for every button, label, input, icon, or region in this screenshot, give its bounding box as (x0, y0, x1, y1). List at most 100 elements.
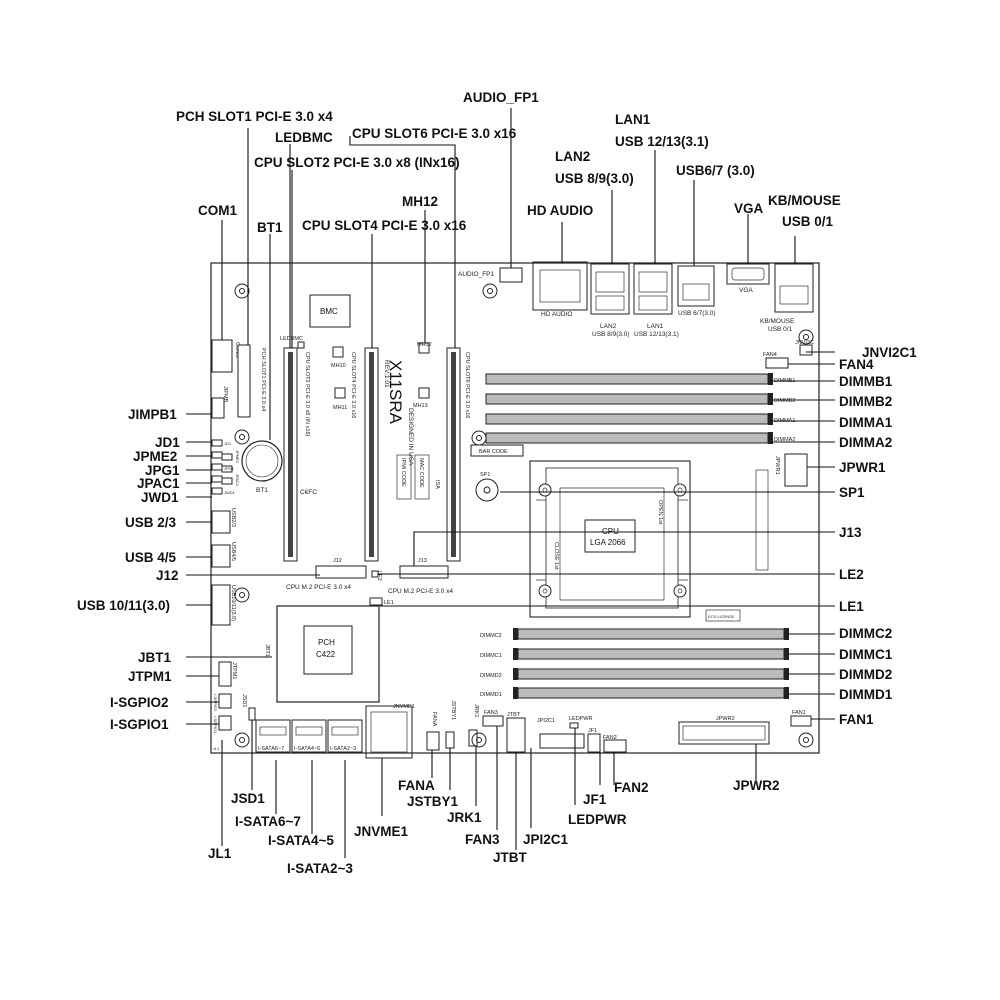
board-label-lan2-b: USB 8/9(3.0) (592, 331, 630, 338)
mounting-hole-7 (234, 732, 250, 748)
m2-slot-left: J12 CPU M.2 PCI-E 3.0 x4 (286, 558, 367, 591)
callout-sp1: SP1 (839, 485, 865, 500)
board-label-jstby1: JSTBY1 (450, 700, 456, 720)
board-label-kbm-a: KB/MOUSE (760, 318, 795, 325)
callout-pch-slot1: PCH SLOT1 PCI-E 3.0 x4 (176, 109, 333, 124)
board-label-fan2: FAN2 (603, 735, 617, 741)
callout-cpu-slot6: CPU SLOT6 PCI-E 3.0 x16 (352, 126, 517, 141)
mounting-hole-1 (234, 283, 250, 299)
board-label-fan4: FAN4 (763, 352, 777, 358)
callout-jpi2c1: JPI2C1 (523, 832, 569, 847)
board-label-sata67: I-SATA6~7 (258, 746, 284, 752)
callout-mh12: MH12 (402, 194, 438, 209)
callout-ledbmc: LEDBMC (275, 130, 333, 145)
callout-jnvme1: JNVME1 (354, 824, 409, 839)
board-label-dimmb2: DIMMB2 (774, 398, 795, 404)
usb45-header: USB4/5 (211, 542, 236, 568)
cpu-slot6: CPU SLOT6 PCI-E 3.0 x16 (446, 347, 470, 562)
jipmb-header: JIPMB (211, 386, 228, 419)
jbt1-jumper: JBT1 (264, 644, 270, 657)
ledpwr-led: LEDPWR (569, 716, 593, 729)
callout-dimmb2: DIMMB2 (839, 394, 892, 409)
dimm-a1: DIMMA1 (485, 413, 795, 425)
heatsink-bracket (755, 469, 769, 571)
board-label-jpwr2: JPWR2 (716, 716, 735, 722)
cpu-socket: CPU LGA 2066 OPEN 1st CLOSE 1st ECS LICE… (529, 460, 741, 622)
hd-audio-board-label: HD AUDIO (541, 311, 572, 318)
usb67-port: USB 6/7(3.0) (677, 265, 716, 317)
m2-slot-right: J13 CPU M.2 PCI-E 3.0 x4 (388, 558, 453, 595)
jnvi2c-header: JNVI2C (795, 340, 814, 356)
board-label-vga: VGA (739, 287, 753, 294)
callout-j12: J12 (156, 568, 179, 583)
socket-screw-2 (673, 483, 687, 497)
board-model-text: X11SRA REV:1.01 DESIGNED IN USA IPMI COD… (383, 360, 440, 500)
dimm-c1: DIMMC1 (480, 648, 789, 660)
board-label-jbt1: JBT1 (264, 644, 270, 657)
board-label-jf1: JF1 (588, 728, 597, 734)
fan4-header: FAN4 (763, 352, 789, 369)
callout-usb-6-7: USB6/7 (3.0) (676, 163, 755, 178)
board-label-lan2-a: LAN2 (600, 323, 617, 330)
leader-lines (186, 108, 835, 858)
board-label-usb45: USB4/5 (230, 542, 236, 561)
board-label-close-1st: CLOSE 1st (553, 542, 559, 570)
board-label-dimma2: DIMMA2 (774, 437, 795, 443)
fan2-header: FAN2 (603, 735, 627, 753)
sata45-connector: I-SATA4~5 (291, 719, 327, 753)
callout-usb-2-3: USB 2/3 (125, 515, 177, 530)
board-label-mh10: MH10 (331, 363, 346, 369)
dimm-b2: DIMMB2 (485, 393, 795, 405)
board-label-fana: FANA (431, 712, 437, 727)
fan1-header: FAN1 (790, 710, 812, 727)
sata67-connector: I-SATA6~7 (255, 719, 291, 753)
callout-hd-audio: HD AUDIO (527, 203, 593, 218)
callout-jpg1: JPG1 (145, 463, 180, 478)
jpi2c1-header: JPI2C1 (537, 718, 585, 749)
callout-com1: COM1 (198, 203, 237, 218)
socket-screw-1 (538, 483, 552, 497)
board-label-isa: ISA (434, 480, 440, 489)
callout-jnvi2c1: JNVI2C1 (862, 345, 917, 360)
board-label-ipmi-code: IPMI CODE (400, 458, 406, 487)
callout-dimmd2: DIMMD2 (839, 667, 892, 682)
jpwr1-connector: JPWR1 (774, 453, 808, 487)
callout-jtbt: JTBT (493, 850, 528, 865)
board-label-mh11: MH11 (333, 405, 347, 411)
callout-le2: LE2 (839, 567, 864, 582)
mh-markers: MH10 MH11 MH12 MH13 (331, 342, 432, 411)
board-extra-labels: JD1 JPME2 JPG1 JPAC1 JWD1 I-SGPIO2 I-SGP… (213, 441, 240, 751)
board-label-jpi2c1: JPI2C1 (537, 718, 555, 724)
board-label-jwd1: JWD1 (224, 490, 236, 495)
board-label-mac-code: MAC CODE (418, 458, 424, 488)
dimm-b1: DIMMB1 (485, 373, 795, 385)
board-label-jsd1: JSD1 (241, 694, 247, 707)
board-label-bt1: BT1 (256, 487, 268, 494)
bmc-chip: BMC (309, 294, 351, 328)
board-label-jtbt: JTBT (507, 712, 521, 718)
board-label-designed: DESIGNED IN USA (407, 408, 414, 466)
board-label-mh13: MH13 (413, 403, 428, 409)
board-label-m2-left: CPU M.2 PCI-E 3.0 x4 (286, 584, 351, 591)
audio-fp1-board-label: AUDIO_FP1 (458, 271, 495, 278)
pch-heatsink: PCH C422 (276, 605, 380, 703)
board-label-sp1: SP1 (480, 472, 490, 478)
mounting-hole-2 (482, 283, 498, 299)
board-label-usb67: USB 6/7(3.0) (678, 310, 716, 317)
callout-dimmc2: DIMMC2 (839, 626, 892, 641)
callout-kb-mouse: KB/MOUSE (768, 193, 841, 208)
board-label-pch-model: C422 (316, 650, 336, 659)
battery-bt1: BT1 (241, 440, 283, 494)
board-label-jnvi2c: JNVI2C (795, 340, 814, 346)
callout-jrk1: JRK1 (447, 810, 482, 825)
sgpio-headers (218, 693, 232, 731)
callout-dimma2: DIMMA2 (839, 435, 892, 450)
callout-lan2: LAN2 (555, 149, 590, 164)
callout-usb-10-11: USB 10/11(3.0) (77, 598, 170, 613)
board-label-jd1: JD1 (224, 441, 232, 446)
mounting-holes (234, 283, 814, 748)
mounting-hole-9 (798, 732, 814, 748)
callout-vga: VGA (734, 201, 764, 216)
board-label-jpg1: JPG1 (224, 466, 235, 471)
